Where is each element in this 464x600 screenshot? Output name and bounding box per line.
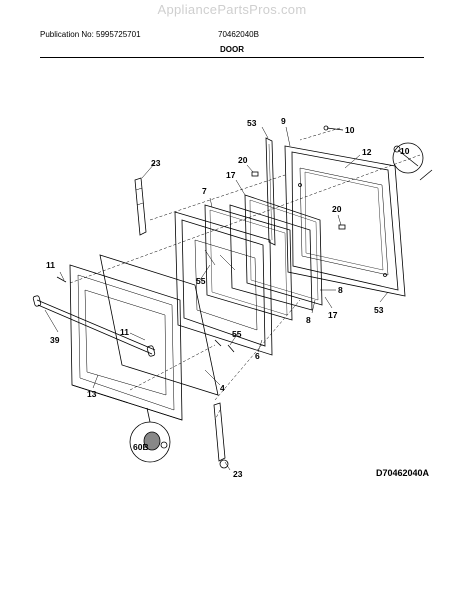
door-insulation	[99, 254, 219, 396]
callout-9: 9	[281, 116, 286, 126]
callout-leaders	[44, 126, 389, 471]
callout-17-top: 17	[226, 170, 236, 180]
callout-13: 13	[87, 389, 97, 399]
callout-60b: 60B	[133, 442, 149, 452]
callout-11-center: 11	[120, 327, 129, 337]
screws-55	[214, 339, 235, 353]
diagram-code: D70462040A	[376, 468, 430, 478]
glass-pane-17	[244, 194, 323, 306]
callout-4: 4	[220, 383, 225, 393]
door-seal-strip	[265, 137, 276, 246]
inner-frame	[174, 211, 273, 356]
publication-number: Publication No: 5995725701	[40, 30, 141, 39]
callout-17-bottom: 17	[328, 310, 338, 320]
part-60b-detail	[129, 407, 171, 463]
screw-right	[419, 169, 433, 181]
callout-55-bottom: 55	[232, 329, 242, 339]
screw-11	[56, 276, 67, 283]
outer-door-panel	[69, 264, 183, 421]
glass-panel-7	[204, 204, 293, 321]
callout-10-circle: 10	[400, 146, 410, 156]
model-code: 70462040B	[218, 30, 259, 39]
callout-6: 6	[255, 351, 260, 361]
header-divider	[40, 57, 424, 58]
callout-53-bottom: 53	[374, 305, 384, 315]
callout-20-top: 20	[238, 155, 248, 165]
section-title: DOOR	[220, 45, 244, 54]
callout-23-top: 23	[151, 158, 161, 168]
callout-53-top: 53	[247, 118, 257, 128]
door-handle	[32, 295, 156, 357]
screw-detail-circle	[392, 142, 424, 174]
screw-top	[323, 125, 344, 131]
hinge-bottom	[213, 402, 229, 469]
callout-55-top: 55	[196, 276, 206, 286]
callout-20-right: 20	[332, 204, 342, 214]
callout-23-bottom: 23	[233, 469, 243, 479]
watermark: AppliancePartsPros.com	[157, 2, 307, 17]
inner-door-panel	[284, 145, 406, 297]
callout-11-left: 11	[46, 260, 55, 270]
callout-8-bottom: 8	[306, 315, 311, 325]
callout-labels: 53 9 10 12 10 20 17 23 7 20 11 55 8 39 1…	[46, 116, 410, 479]
callout-10-top: 10	[345, 125, 355, 135]
glass-pane-8	[229, 204, 313, 311]
assembly-guide-lines	[69, 127, 421, 421]
callout-12: 12	[362, 147, 372, 157]
hinge-top	[134, 177, 147, 236]
callout-39: 39	[50, 335, 60, 345]
callout-8-right: 8	[338, 285, 343, 295]
clip-20	[251, 171, 346, 230]
callout-7: 7	[202, 186, 207, 196]
